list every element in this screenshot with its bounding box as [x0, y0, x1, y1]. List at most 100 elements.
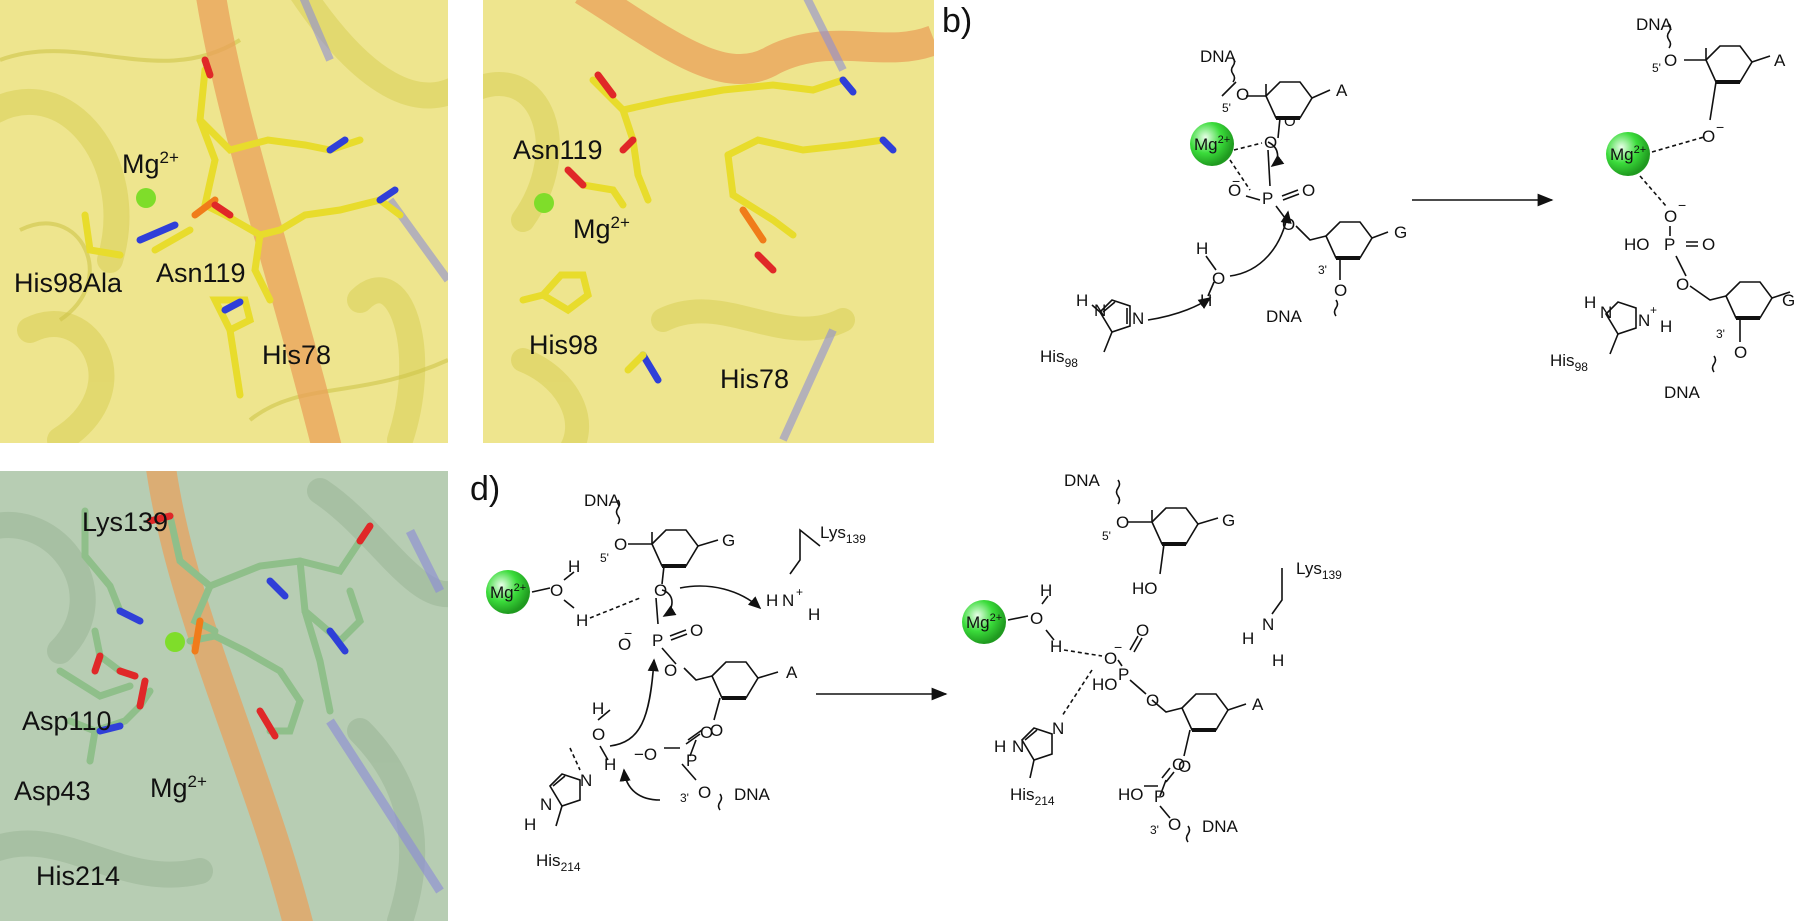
b-product	[1604, 23, 1791, 373]
d-r-o-lower: O	[664, 661, 677, 680]
d-p-his-name: His214	[1010, 785, 1055, 808]
b-p-his-plus: +	[1650, 303, 1657, 317]
b-p-base-g: G	[1782, 291, 1795, 310]
b-r-his-n1: N	[1094, 301, 1106, 320]
d-p-mg: Mg2+	[966, 612, 1002, 632]
d-p-base-g: G	[1222, 511, 1235, 530]
b-p-o-bridge: O	[1664, 51, 1677, 70]
b-r-o-double: O	[1302, 181, 1315, 200]
panel-c-structure: Lys139 Asp110 Asp43 Mg2+ His214	[0, 471, 448, 921]
d-p-o4: O	[1178, 757, 1191, 776]
b-p-o-lower: O	[1676, 275, 1689, 294]
d-r-5prime: 5'	[600, 551, 609, 565]
d-r-base-a: A	[786, 663, 798, 682]
b-r-o-bridge: O	[1236, 85, 1249, 104]
d-r-his-n2: N	[580, 771, 592, 790]
d-p-p2: P	[1154, 787, 1165, 806]
b-p-minus2: −	[1678, 197, 1686, 213]
b-p-ho: HO	[1624, 235, 1650, 254]
d-r-p: P	[652, 631, 663, 650]
d-r-o2-double: O	[700, 723, 713, 742]
b-p-his-n1: N	[1600, 303, 1612, 322]
d-r-w-h-bot: H	[576, 611, 588, 630]
b-r-base-a: A	[1336, 81, 1348, 100]
b-p-his-n2: N	[1638, 311, 1650, 330]
b-product-mg-sphere	[1606, 132, 1650, 176]
a-left-his78-label: His78	[262, 340, 332, 370]
b-p-p: P	[1664, 235, 1675, 254]
c-asp43-label: Asp43	[14, 776, 91, 806]
b-r-minus: −	[1232, 173, 1240, 189]
b-r-his-h: H	[1076, 291, 1088, 310]
d-p-o-bridge: O	[1116, 513, 1129, 532]
b-r-o3: O	[1264, 133, 1277, 152]
b-p-his-h2: H	[1660, 317, 1672, 336]
panel-a-left-structure: Mg2+ His98Ala Asn119 His78	[0, 0, 448, 443]
b-product-text: DNA O 5' A Mg2+ O − O − HO P O O G 3' O …	[1550, 15, 1795, 402]
d-p-w-o: O	[1030, 609, 1043, 628]
d-r-nh3-plus: +	[796, 585, 803, 599]
b-r-his-name: His98	[1040, 347, 1078, 370]
d-r-w2-o: O	[592, 725, 605, 744]
a-left-asn119-label: Asn119	[156, 258, 246, 288]
b-r-water-h2: H	[1200, 291, 1212, 310]
b-p-minus1: −	[1716, 119, 1724, 135]
a-left-mg-label: Mg2+	[122, 148, 179, 179]
d-p-o2-double: O	[1172, 755, 1185, 774]
a-left-his98ala-label: His98Ala	[14, 268, 123, 298]
b-r-water-h1: H	[1196, 239, 1208, 258]
panel-a-right-structure: Asn119 Mg2+ His98 His78	[483, 0, 934, 443]
b-p-dna-bottom: DNA	[1664, 383, 1701, 402]
c-asp110-label: Asp110	[22, 706, 112, 736]
d-p-minus: −	[1114, 639, 1122, 655]
d-p-nh2-h: H	[1242, 629, 1254, 648]
d-p-ho-p: HO	[1092, 675, 1118, 694]
b-reactant-mg-sphere	[1190, 122, 1234, 166]
d-r-lys: Lys139	[820, 523, 866, 546]
b-p-his-h: H	[1584, 293, 1596, 312]
d-p-his-n1: N	[1012, 737, 1024, 756]
d-r-w2-h1: H	[592, 699, 604, 718]
b-r-o-lower: O	[1282, 215, 1295, 234]
b-p-o3: O	[1734, 343, 1747, 362]
b-r-dna-bottom: DNA	[1266, 307, 1303, 326]
b-p-5prime: 5'	[1652, 61, 1661, 75]
d-r-his-name: His214	[536, 851, 581, 874]
d-product-mg-sphere	[962, 600, 1006, 644]
d-r-o4: O	[710, 721, 723, 740]
d-r-o3: O	[654, 581, 667, 600]
b-r-water-o: O	[1212, 269, 1225, 288]
a-right-mg-label: Mg2+	[573, 213, 630, 244]
d-p-p: P	[1118, 665, 1129, 684]
d-p-w-h-top: H	[1040, 581, 1052, 600]
d-p-o5: O	[1168, 815, 1181, 834]
b-r-o-minus: O	[1228, 181, 1241, 200]
b-p-o2: O	[1664, 207, 1677, 226]
b-r-p: P	[1262, 189, 1273, 208]
d-p-o-double: O	[1136, 621, 1149, 640]
b-p-base-a: A	[1774, 51, 1786, 70]
a-right-asn119-label: Asn119	[513, 135, 603, 165]
d-r-w-o: O	[550, 581, 563, 600]
d-p-w-h-bot: H	[1050, 637, 1062, 656]
b-p-his-name: His98	[1550, 351, 1588, 374]
d-p-ho2: HO	[1118, 785, 1144, 804]
d-p-his-n2: N	[1052, 719, 1064, 738]
d-reactant-text: DNA O 5' G Lys139 Mg2+ O H H O O − P O O…	[490, 491, 866, 874]
d-r-mg: Mg2+	[490, 582, 526, 602]
d-r-w2-h2: H	[604, 755, 616, 774]
d-p-nh2-n: N	[1262, 615, 1274, 634]
d-r-his-n1: N	[540, 795, 552, 814]
d-r-p2: P	[686, 751, 697, 770]
c-mg-label: Mg2+	[150, 772, 207, 803]
d-product	[962, 479, 1283, 843]
d-p-dna-bottom: DNA	[1202, 817, 1239, 836]
d-r-dna-top: DNA	[584, 491, 621, 510]
d-p-dna-top: DNA	[1064, 471, 1101, 490]
b-p-3prime: 3'	[1716, 327, 1725, 341]
d-r-w-h-top: H	[568, 557, 580, 576]
d-r-base-g: G	[722, 531, 735, 550]
d-r-minus: −	[624, 625, 632, 641]
d-p-ho-sugar: HO	[1132, 579, 1158, 598]
